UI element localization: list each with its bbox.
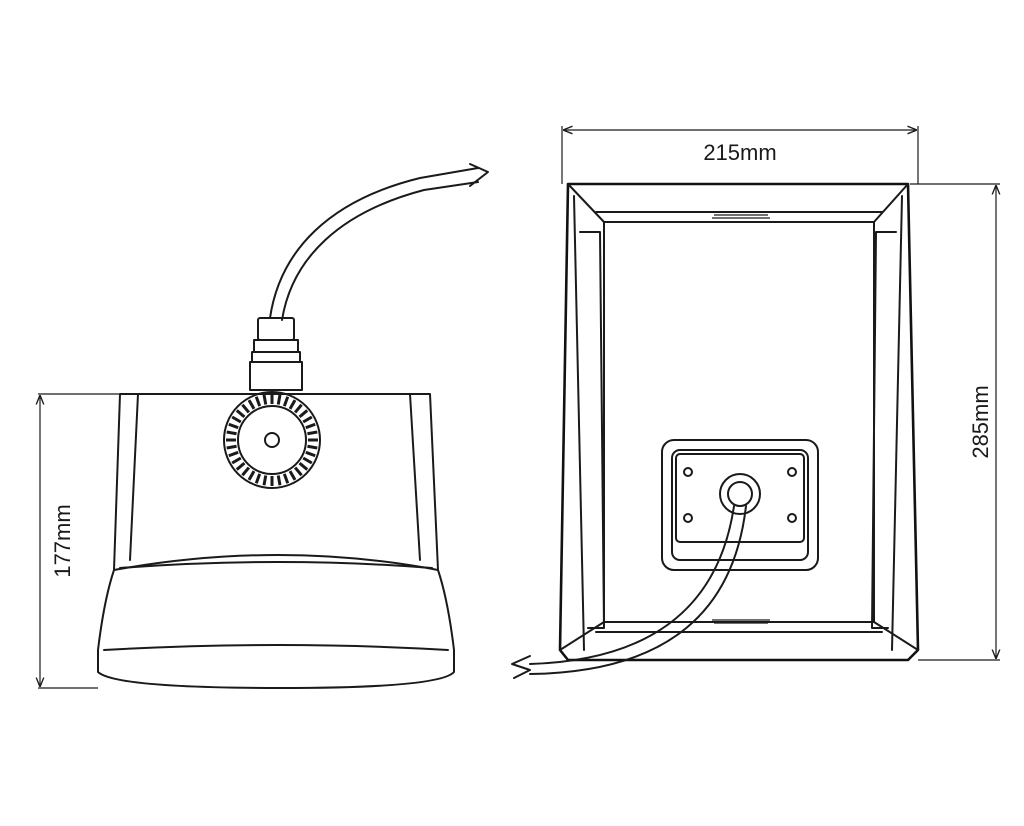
speaker-side-view-icon	[38, 163, 489, 689]
height-dimension-label: 177mm	[50, 504, 75, 577]
width-dimension-label: 215mm	[703, 140, 776, 165]
mounting-knob-icon	[223, 391, 321, 489]
depth-dimension-label: 285mm	[968, 385, 993, 458]
speaker-back-view-icon	[511, 126, 1000, 679]
